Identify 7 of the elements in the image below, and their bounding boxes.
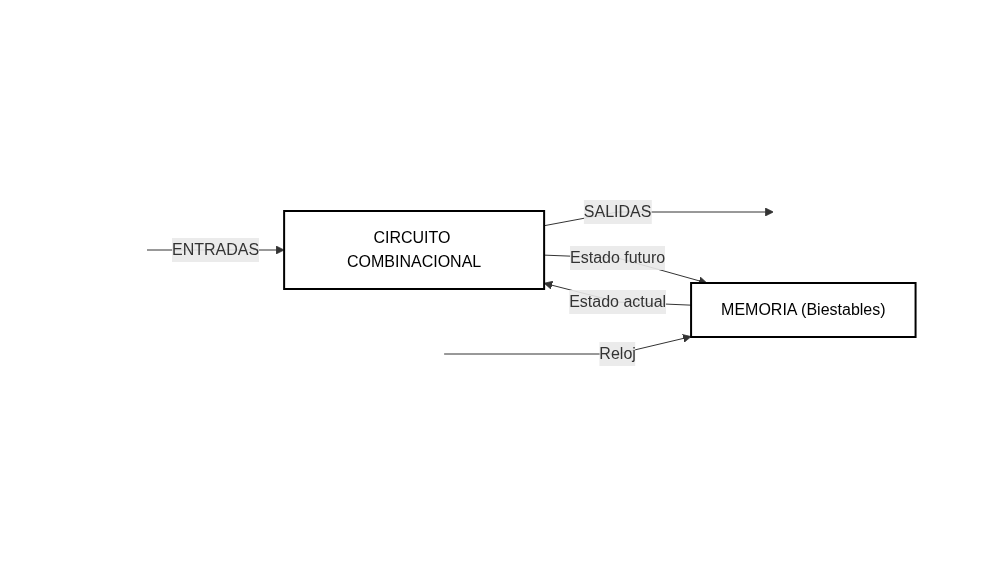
edge-label: ENTRADAS [172,241,260,258]
edge-label: SALIDAS [584,203,652,220]
node-box: MEMORIA (Biestables) [690,282,917,338]
node-box: CIRCUITO COMBINACIONAL [283,210,546,290]
edge-label: Estado actual [569,293,667,310]
edge-label: Estado futuro [570,249,666,266]
edge-label: Reloj [599,345,637,362]
